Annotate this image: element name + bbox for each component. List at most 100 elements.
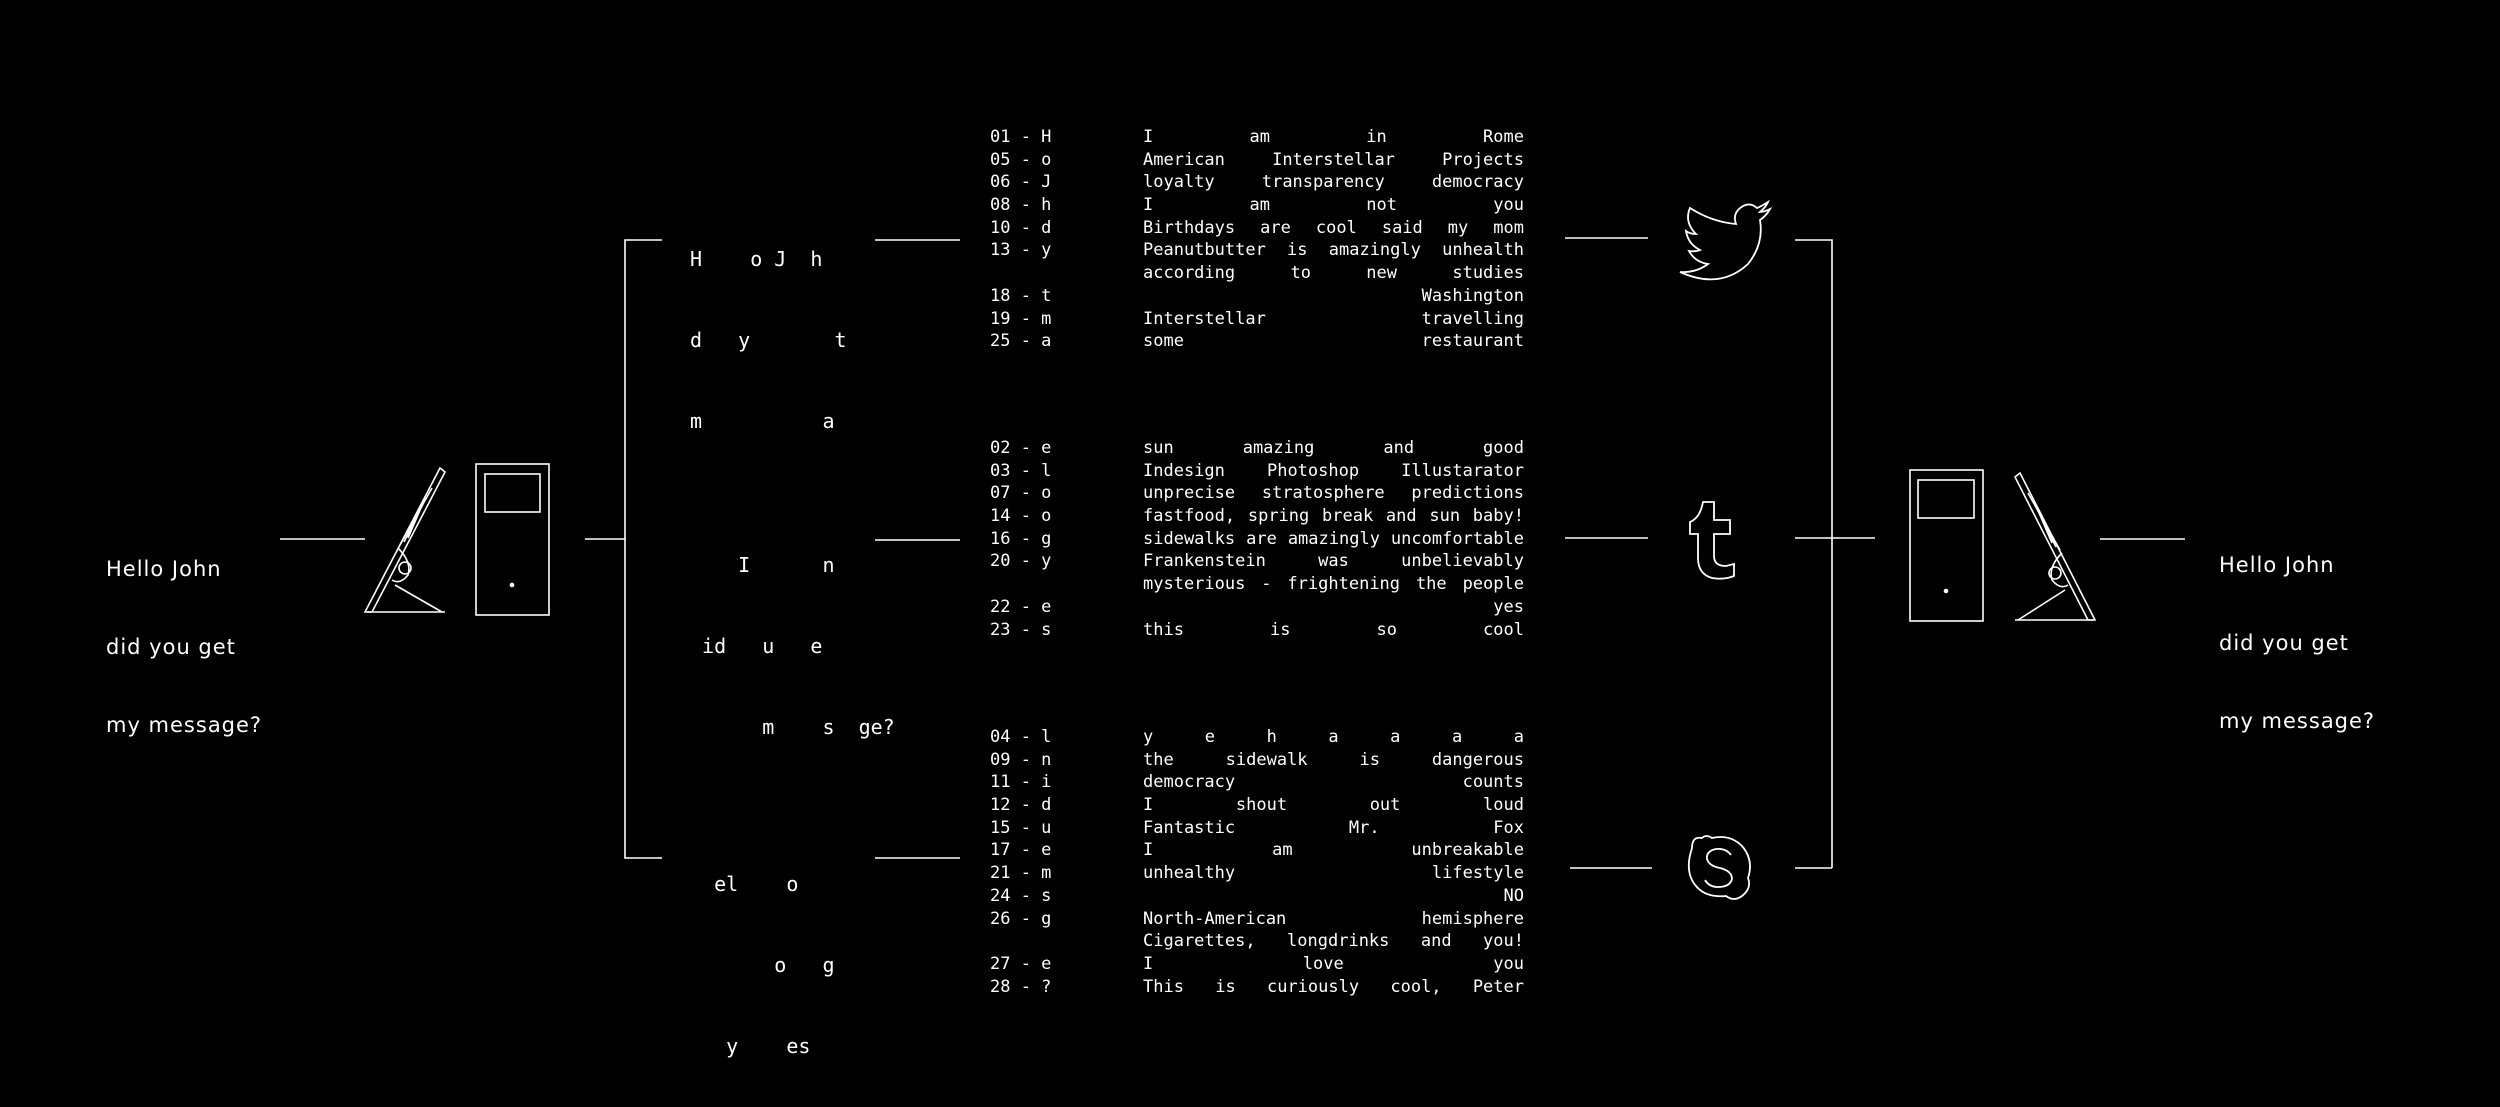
fragment-line: I n	[690, 553, 835, 577]
message-row: mysterious - frightening the people	[990, 573, 1535, 596]
fragment-group-middle: I n id u e m s ge?	[690, 498, 895, 768]
message-row: 06 - J loyalty transparency democracy	[990, 171, 1535, 194]
receiver-message: Hello John did you get my message?	[2219, 500, 2375, 760]
row-text: sidewalks are amazingly uncomfortable	[1143, 528, 1524, 549]
row-text: Frankenstein was unbelievably	[1143, 551, 1524, 572]
right-bracket	[1795, 239, 1833, 868]
fragment-line: el o	[690, 872, 799, 896]
message-row: 20 - y Frankenstein was unbelievably	[990, 550, 1535, 573]
row-text: Washington	[1421, 285, 1524, 306]
row-text: North-American hemisphere	[1143, 908, 1524, 929]
fragment-group-top: H o J h d y t m a	[690, 192, 847, 462]
row-text: some restaurant	[1143, 331, 1524, 352]
message-line: Hello John	[106, 557, 222, 581]
row-code: 10 - d	[990, 217, 1052, 238]
fragment-line: d y t	[690, 328, 847, 352]
row-code: 04 - l	[990, 727, 1052, 747]
sender-message: Hello John did you get my message?	[106, 504, 262, 764]
row-code: 16 - g	[990, 528, 1052, 549]
row-text: I am unbreakable	[1143, 840, 1524, 861]
skype-icon	[1687, 835, 1751, 900]
twitter-message-block: 01 - H I am in Rome 05 - o American Interst…	[990, 126, 1535, 353]
row-text: I love you	[1143, 953, 1524, 974]
fragment-line: m a	[690, 409, 835, 433]
row-text: mysterious - frightening the people	[1143, 574, 1524, 595]
row-code: 06 - J	[990, 172, 1052, 193]
row-code: 11 - i	[990, 772, 1052, 793]
row-text: according to new studies	[1143, 263, 1524, 284]
row-text: the sidewalk is dangerous	[1143, 749, 1524, 770]
row-text: This is curiously cool, Peter	[1143, 976, 1524, 997]
row-text: Fantastic Mr. Fox	[1143, 817, 1524, 838]
message-row: 28 - ? This is curiously cool, Peter	[990, 976, 1535, 999]
row-text: this is so cool	[1143, 619, 1524, 640]
row-code: 23 - s	[990, 619, 1052, 640]
message-line: my message?	[106, 713, 263, 737]
row-code: 14 - o	[990, 506, 1052, 527]
row-text: Interstellar travelling	[1143, 308, 1524, 329]
message-row: 23 - s this is so cool	[990, 619, 1535, 642]
phone-icon	[475, 463, 550, 616]
row-code: 24 - s	[990, 885, 1052, 906]
fragment-group-bottom: el o o g y es	[690, 817, 834, 1087]
message-line: did you get	[106, 635, 236, 659]
message-line: my message?	[2219, 709, 2376, 733]
row-code: 15 - u	[990, 817, 1052, 838]
fragment-line: H o J h	[690, 247, 823, 271]
row-text: sun amazing and good	[1143, 438, 1524, 458]
row-code: 01 - H	[990, 127, 1052, 147]
row-code: 09 - n	[990, 749, 1052, 770]
row-text: unhealthy lifestyle	[1143, 863, 1524, 884]
row-text: democracy counts	[1143, 772, 1524, 793]
tumblr-icon	[1689, 501, 1735, 580]
message-row: 19 - m Interstellar travelling	[990, 308, 1535, 331]
row-text: I am in Rome	[1143, 127, 1524, 147]
message-row: 01 - H I am in Rome	[990, 126, 1535, 149]
row-code: 26 - g	[990, 908, 1052, 929]
row-text: Indesign Photoshop Illustarator	[1143, 460, 1524, 481]
row-code: 18 - t	[990, 285, 1052, 306]
row-code: 20 - y	[990, 551, 1052, 572]
message-row: 14 - o fastfood, spring break and sun bab…	[990, 505, 1535, 528]
row-text: NO	[1503, 885, 1524, 906]
row-code: 28 - ?	[990, 976, 1052, 997]
message-row: 15 - u Fantastic Mr. Fox	[990, 817, 1535, 840]
laptop-icon	[363, 466, 447, 613]
message-row: 16 - g sidewalks are amazingly uncomforta…	[990, 528, 1535, 551]
row-text: yes	[1493, 596, 1524, 617]
message-row: according to new studies	[990, 262, 1535, 285]
message-row: 12 - d I shout out loud	[990, 794, 1535, 817]
row-text: fastfood, spring break and sun baby!	[1143, 506, 1524, 527]
row-code: 05 - o	[990, 149, 1052, 170]
row-text: American Interstellar Projects	[1143, 149, 1524, 170]
phone-icon	[1909, 469, 1984, 622]
row-text: loyalty transparency democracy	[1143, 172, 1524, 193]
message-row: 24 - s NO	[990, 885, 1535, 908]
row-text: I shout out loud	[1143, 795, 1524, 816]
row-code: 27 - e	[990, 953, 1052, 974]
message-row: 18 - t Washington	[990, 285, 1535, 308]
message-row: 26 - g North-American hemisphere	[990, 908, 1535, 931]
row-code: 25 - a	[990, 331, 1052, 352]
row-code: 21 - m	[990, 863, 1052, 884]
twitter-bird-icon	[1679, 199, 1773, 281]
fragment-line: y es	[690, 1034, 811, 1058]
message-row: 11 - i democracy counts	[990, 771, 1535, 794]
row-text: Cigarettes, longdrinks and you!	[1143, 931, 1524, 952]
row-code: 07 - o	[990, 483, 1052, 504]
row-code: 12 - d	[990, 795, 1052, 816]
row-code: 19 - m	[990, 308, 1052, 329]
message-row: 09 - n the sidewalk is dangerous	[990, 749, 1535, 772]
row-text: I am not you	[1143, 195, 1524, 216]
